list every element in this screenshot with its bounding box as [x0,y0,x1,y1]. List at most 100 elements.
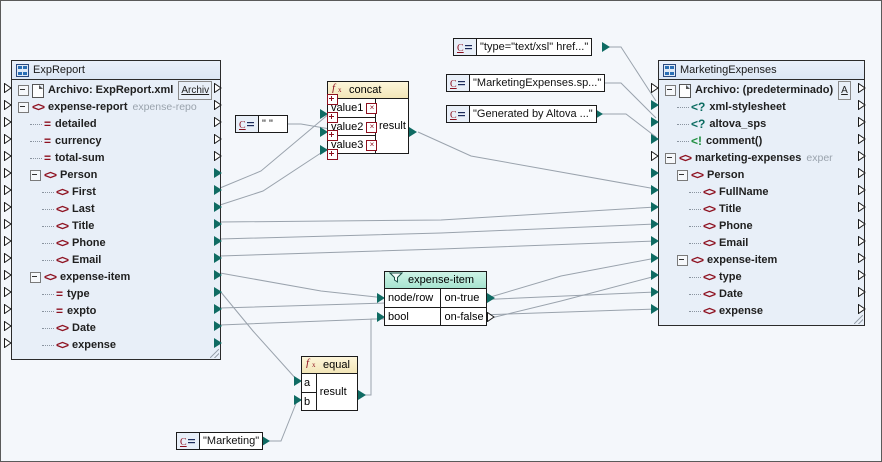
constant-value[interactable]: " " [262,118,273,130]
source-input-port-13[interactable] [4,304,12,314]
source-node-currency[interactable]: =currency [12,133,220,150]
source-input-port-3[interactable] [4,134,12,144]
source-output-port-15[interactable] [214,338,222,348]
target-node-Phone[interactable]: <>Phone [659,218,864,235]
source-input-port-2[interactable] [4,117,12,127]
target-output-port-2[interactable] [858,117,866,127]
target-output-port-4[interactable] [858,151,866,161]
source-input-port-5[interactable] [4,168,12,178]
equal-input-connector-b[interactable] [294,395,302,405]
collapse-toggle[interactable] [677,255,688,266]
source-node-Email[interactable]: <>Email [12,252,220,269]
equal-input-b[interactable]: b [302,392,316,410]
target-node-Person[interactable]: <>Person [659,167,864,184]
source-input-port-7[interactable] [4,202,12,212]
target-output-port-5[interactable] [858,168,866,178]
equal-input-a[interactable]: a [304,377,311,389]
filter-header[interactable]: expense-item [385,272,486,289]
target-component-marketingexpenses[interactable]: MarketingExpenses Archivo: (predetermina… [658,60,865,326]
filter-output-connector-on-true[interactable] [487,293,495,303]
source-output-port-10[interactable] [214,253,222,263]
target-input-port-1[interactable] [651,100,659,110]
target-output-port-9[interactable] [858,236,866,246]
collapse-toggle[interactable] [18,102,29,113]
concat-header[interactable]: f x concat [328,82,408,99]
collapse-toggle[interactable] [30,170,41,181]
filter-output-on-false[interactable]: on-false [441,307,486,325]
target-output-port-13[interactable] [858,304,866,314]
source-node-Last[interactable]: <>Last [12,201,220,218]
concat-input-value3[interactable]: value3× [328,135,378,153]
target-input-port-9[interactable] [651,236,659,246]
constant-node-space[interactable]: C " " [235,115,288,133]
source-input-port-0[interactable] [4,83,12,93]
concat-output-connector-result[interactable] [409,127,417,137]
add-input-icon[interactable] [327,112,338,123]
source-node-Person[interactable]: <>Person [12,167,220,184]
concat-input-value2[interactable]: value2× [328,117,378,135]
source-node-Phone[interactable]: <>Phone [12,235,220,252]
target-input-port-3[interactable] [651,134,659,144]
target-node-type[interactable]: <>type [659,269,864,286]
target-output-port-10[interactable] [858,253,866,263]
source-component-exprepport[interactable]: ExpReport Archivo: ExpReport.xml Archiv … [11,60,221,360]
source-output-port-1[interactable] [214,100,222,110]
target-node-Email[interactable]: <>Email [659,235,864,252]
target-node-expense-item[interactable]: <>expense-item [659,252,864,269]
constant-value[interactable]: "Generated by Altova ..." [473,108,593,120]
source-input-port-14[interactable] [4,321,12,331]
source-output-port-0[interactable] [214,83,222,93]
source-input-port-10[interactable] [4,253,12,263]
concat-input-value1[interactable]: value1× [328,99,378,117]
target-file-row[interactable]: Archivo: (predeterminado) A [659,81,864,100]
delete-icon[interactable]: × [366,121,378,133]
target-file-badge[interactable]: A [838,81,851,100]
target-input-port-2[interactable] [651,117,659,127]
source-output-port-3[interactable] [214,134,222,144]
constant-value[interactable]: "MarketingExpenses.sp..." [473,77,602,89]
source-node-expto[interactable]: =expto [12,303,220,320]
source-input-port-9[interactable] [4,236,12,246]
constant-node-marketing[interactable]: C "Marketing" [176,432,264,450]
target-output-port-7[interactable] [858,202,866,212]
resize-grip[interactable] [210,349,219,358]
target-output-port-3[interactable] [858,134,866,144]
target-input-port-11[interactable] [651,270,659,280]
source-output-port-4[interactable] [214,151,222,161]
source-input-port-8[interactable] [4,219,12,229]
source-input-port-4[interactable] [4,151,12,161]
source-input-port-1[interactable] [4,100,12,110]
source-node-First[interactable]: <>First [12,184,220,201]
source-output-port-5[interactable] [214,168,222,178]
add-input-icon[interactable] [327,94,338,105]
target-node-altova_sps[interactable]: <?altova_sps [659,116,864,133]
source-node-expense[interactable]: <>expense [12,337,220,354]
add-input-icon[interactable] [327,149,338,160]
target-node-expense[interactable]: <>expense [659,303,864,320]
source-input-port-12[interactable] [4,287,12,297]
target-node-xml-stylesheet[interactable]: <?xml-stylesheet [659,99,864,116]
source-output-port-11[interactable] [214,270,222,280]
constant-value[interactable]: "type="text/xsl" href..." [480,41,589,53]
constant-output-connector[interactable] [602,42,610,52]
constant-node-comment[interactable]: C "Generated by Altova ..." [446,105,597,123]
target-node-comment()[interactable]: <!comment() [659,133,864,150]
collapse-toggle[interactable] [665,85,676,96]
target-output-port-11[interactable] [858,270,866,280]
source-output-port-9[interactable] [214,236,222,246]
constant-value[interactable]: "Marketing" [203,435,260,447]
source-node-Date[interactable]: <>Date [12,320,220,337]
target-input-port-8[interactable] [651,219,659,229]
source-file-badge[interactable]: Archiv [178,81,213,100]
source-node-total-sum[interactable]: =total-sum [12,150,220,167]
filter-node-expense-item[interactable]: expense-item node/row bool on-true on-fa… [384,271,487,326]
constant-node-stylesheet[interactable]: C "type="text/xsl" href..." [453,38,593,56]
filter-output-on-true[interactable]: on-true [444,292,480,304]
equal-output-connector-result[interactable] [358,390,366,400]
target-component-titlebar[interactable]: MarketingExpenses [659,61,864,80]
source-output-port-12[interactable] [214,287,222,297]
source-input-port-11[interactable] [4,270,12,280]
